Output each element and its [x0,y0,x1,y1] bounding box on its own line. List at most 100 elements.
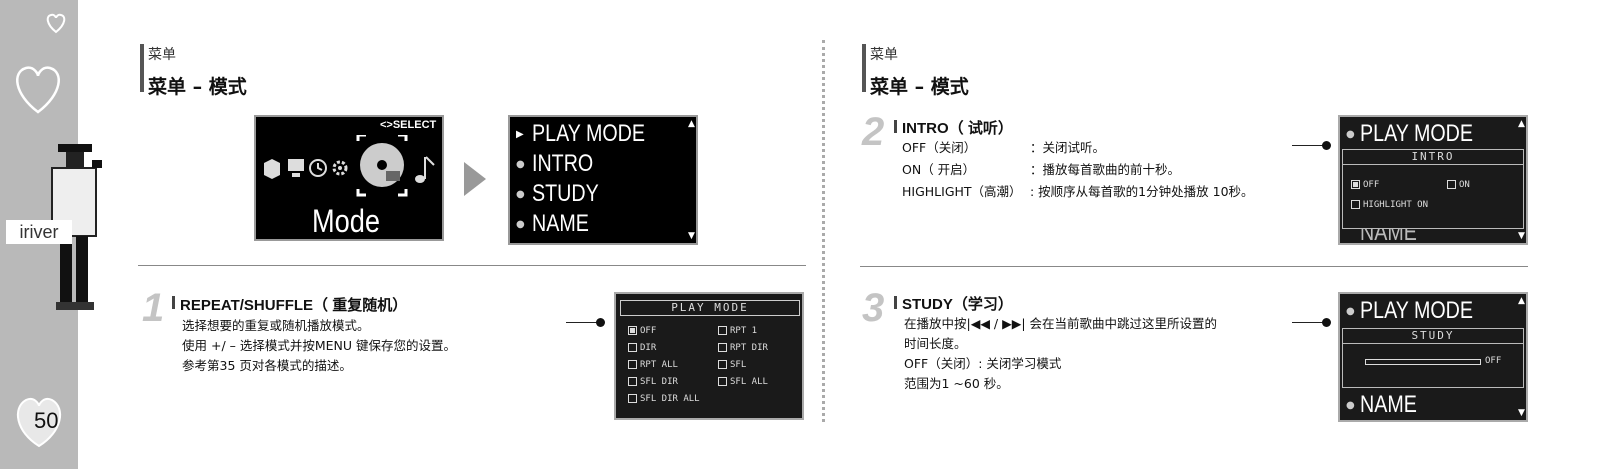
checkbox [628,377,637,386]
page-number: 50 [34,408,59,433]
page-title: 菜单 – 模式 [148,76,247,98]
cube-icon [264,159,280,179]
large-heart-icon [16,66,60,114]
step-number: 1 [142,286,165,330]
checkbox-checked [1351,180,1360,189]
checkbox-checked [628,326,637,335]
section-label: 菜单 [148,47,176,63]
option-desc: ：关闭试听。 [1030,140,1106,155]
connector-line [566,322,600,323]
body-line: OFF（关闭）: 关闭学习模式 [904,356,1062,371]
title-tick [894,120,897,133]
popup-title: INTRO [1343,150,1523,165]
body-line: 范围为1 ~60 秒。 [904,376,1009,391]
section-body: 在播放中按|◀◀ / ▶▶| 会在当前歌曲中跳过这里所设置的 时间长度。 OFF… [904,314,1217,394]
checkbox [718,377,727,386]
scroll-down-icon: ▼ [688,231,695,241]
bullet-icon: ● [1346,306,1355,317]
small-heart-icon [46,13,66,34]
menu-item-study: STUDY [532,180,599,207]
page-title: 菜单 – 模式 [870,76,969,98]
checkbox [718,343,727,352]
option-label: OFF（关闭） [902,140,977,155]
body-line: 参考第35 页对各模式的描述。 [182,358,352,373]
screen-title: PLAY MODE [620,300,800,316]
option-sfl-dir-all: SFL DIR ALL [628,394,700,404]
bullet-icon: ● [516,189,525,200]
connector-dot [1322,318,1331,327]
body-line: 使用 +/ – 选择模式并按MENU 键保存您的设置。 [182,338,457,353]
menu-item-intro: INTRO [532,150,594,177]
option-sfl: SFL [718,360,746,370]
gear-icon [332,160,348,176]
menu-screen: ▲ ▼ ▶ ● ● ● PLAY MODE INTRO STUDY NAME [508,115,698,245]
bullet-icon: ● [1346,129,1355,140]
disc-icon [356,135,408,197]
pixel-figure-icon [51,144,102,310]
option-dir: DIR [628,343,656,353]
arrow-right-icon [464,162,486,196]
scroll-down-icon: ▼ [1518,408,1525,418]
scroll-up-icon: ▲ [688,119,695,129]
study-value: OFF [1485,356,1502,366]
intro-popup: INTRO OFF ON HIGHLIGHT ON [1342,149,1524,229]
menu-item-name: NAME [1360,391,1417,418]
play-mode-screen: PLAY MODE OFF RPT 1 DIR RPT DIR RPT ALL … [614,292,804,420]
bullet-icon: ● [516,159,525,170]
checkbox [1447,180,1456,189]
page-badge-icon [17,397,61,448]
body-line: 在播放中按|◀◀ / ▶▶| 会在当前歌曲中跳过这里所设置的 [904,316,1218,331]
popup-title: STUDY [1343,329,1523,344]
menu-item-play-mode: PLAY MODE [1360,297,1474,324]
checkbox [628,343,637,352]
option-label: ON（ 开启） [902,162,976,177]
study-slider [1365,359,1481,365]
intro-screen: ▲ ▼ ● PLAY MODE NAME INTRO OFF ON HIGHLI… [1338,115,1528,245]
section-title: STUDY（学习） [902,296,1013,313]
scroll-up-icon: ▲ [1518,119,1525,129]
menu-item-play-mode: PLAY MODE [532,120,646,147]
option-sfl-all: SFL ALL [718,377,768,387]
mode-screen: <>SELECT Mode [254,115,444,241]
mode-label: Mode [312,203,381,239]
option-on: ON [1447,180,1470,190]
divider [138,265,806,266]
body-line: 时间长度。 [904,336,967,351]
header-bar [862,44,866,92]
connector-line [1292,322,1326,323]
scroll-up-icon: ▲ [1518,296,1525,306]
step-number: 2 [862,110,885,154]
section-title: INTRO（ 试听） [902,120,1013,137]
bullet-icon: ● [516,219,525,230]
body-line: 选择想要的重复或随机播放模式。 [182,318,370,333]
option-rpt-dir: RPT DIR [718,343,768,353]
pointer-icon: ▶ [516,129,524,140]
option-label: HIGHLIGHT（高潮） [902,184,1022,199]
scroll-down-icon: ▼ [1518,231,1525,241]
monitor-icon [288,159,304,177]
checkbox [628,394,637,403]
study-screen: ▲ ▼ ● PLAY MODE STUDY OFF ● NAME [1338,292,1528,422]
connector-dot [1322,141,1331,150]
option-sfl-dir: SFL DIR [628,377,678,387]
music-note-icon [415,156,435,183]
option-off: OFF [1351,180,1379,190]
mode-icons [264,135,435,197]
option-off: OFF [628,326,656,336]
connector-dot [596,318,605,327]
title-tick [894,296,897,309]
step-number: 3 [862,286,885,330]
option-rpt-all: RPT ALL [628,360,678,370]
study-popup: STUDY OFF [1342,328,1524,388]
connector-line [1292,145,1326,146]
page-divider [822,40,825,422]
checkbox [718,360,727,369]
select-label: <>SELECT [380,119,437,131]
checkbox [1351,200,1360,209]
checkbox [628,360,637,369]
clock-icon [309,159,327,177]
menu-item-name: NAME [532,210,589,237]
title-tick [172,296,175,309]
section-body: 选择想要的重复或随机播放模式。 使用 +/ – 选择模式并按MENU 键保存您的… [182,316,456,376]
checkbox [718,326,727,335]
